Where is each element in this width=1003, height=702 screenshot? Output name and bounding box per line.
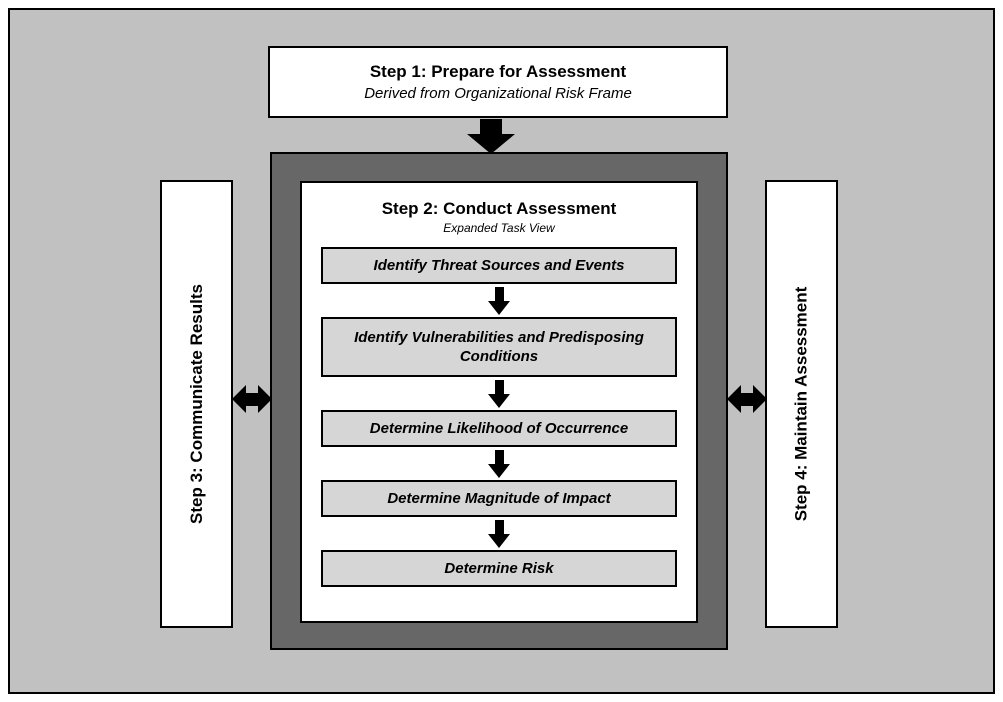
task-box-identify-threat-sources: Identify Threat Sources and Events (321, 247, 677, 284)
step4-title: Step 4: Maintain Assessment (791, 286, 811, 522)
task-box-determine-likelihood: Determine Likelihood of Occurrence (321, 410, 677, 447)
arrow-shaft (494, 519, 504, 534)
arrow-head (488, 300, 510, 315)
task-box-identify-vulnerabilities: Identify Vulnerabilities and Predisposin… (321, 317, 677, 377)
arrow-head-right (258, 385, 272, 413)
arrow-head-left (232, 385, 246, 413)
task-down-arrow-icon (321, 284, 677, 317)
arrow-shaft (480, 119, 502, 134)
task-list: Identify Threat Sources and Events Ident… (321, 247, 677, 587)
arrow-shaft (494, 449, 504, 464)
arrow-shaft (494, 379, 504, 394)
step2-inner-panel: Step 2: Conduct Assessment Expanded Task… (300, 181, 698, 623)
arrow-head (488, 393, 510, 408)
arrow-head (488, 463, 510, 478)
step1-to-step2-down-arrow-icon (465, 119, 517, 154)
step2-subtitle: Expanded Task View (443, 221, 555, 235)
step2-title: Step 2: Conduct Assessment (381, 199, 617, 218)
task-down-arrow-icon (321, 447, 677, 480)
step4-maintain-box: Step 4: Maintain Assessment (765, 180, 838, 628)
step2-outer-panel: Step 2: Conduct Assessment Expanded Task… (270, 152, 728, 650)
step3-title: Step 3: Communicate Results (186, 284, 206, 524)
arrow-head-left (727, 385, 741, 413)
step4-double-arrow-icon (727, 384, 767, 414)
arrow-head (467, 134, 515, 154)
step3-double-arrow-icon (232, 384, 272, 414)
arrow-shaft (741, 392, 753, 406)
step1-subtitle: Derived from Organizational Risk Frame (364, 85, 632, 102)
task-box-determine-risk: Determine Risk (321, 550, 677, 587)
task-down-arrow-icon (321, 377, 677, 410)
arrow-head (488, 533, 510, 548)
step1-prepare-box: Step 1: Prepare for Assessment Derived f… (268, 46, 728, 118)
task-down-arrow-icon (321, 517, 677, 550)
arrow-shaft (494, 286, 504, 301)
step1-title: Step 1: Prepare for Assessment (369, 62, 627, 81)
task-box-determine-magnitude: Determine Magnitude of Impact (321, 480, 677, 517)
arrow-head-right (753, 385, 767, 413)
arrow-shaft (246, 392, 258, 406)
step3-communicate-box: Step 3: Communicate Results (160, 180, 233, 628)
